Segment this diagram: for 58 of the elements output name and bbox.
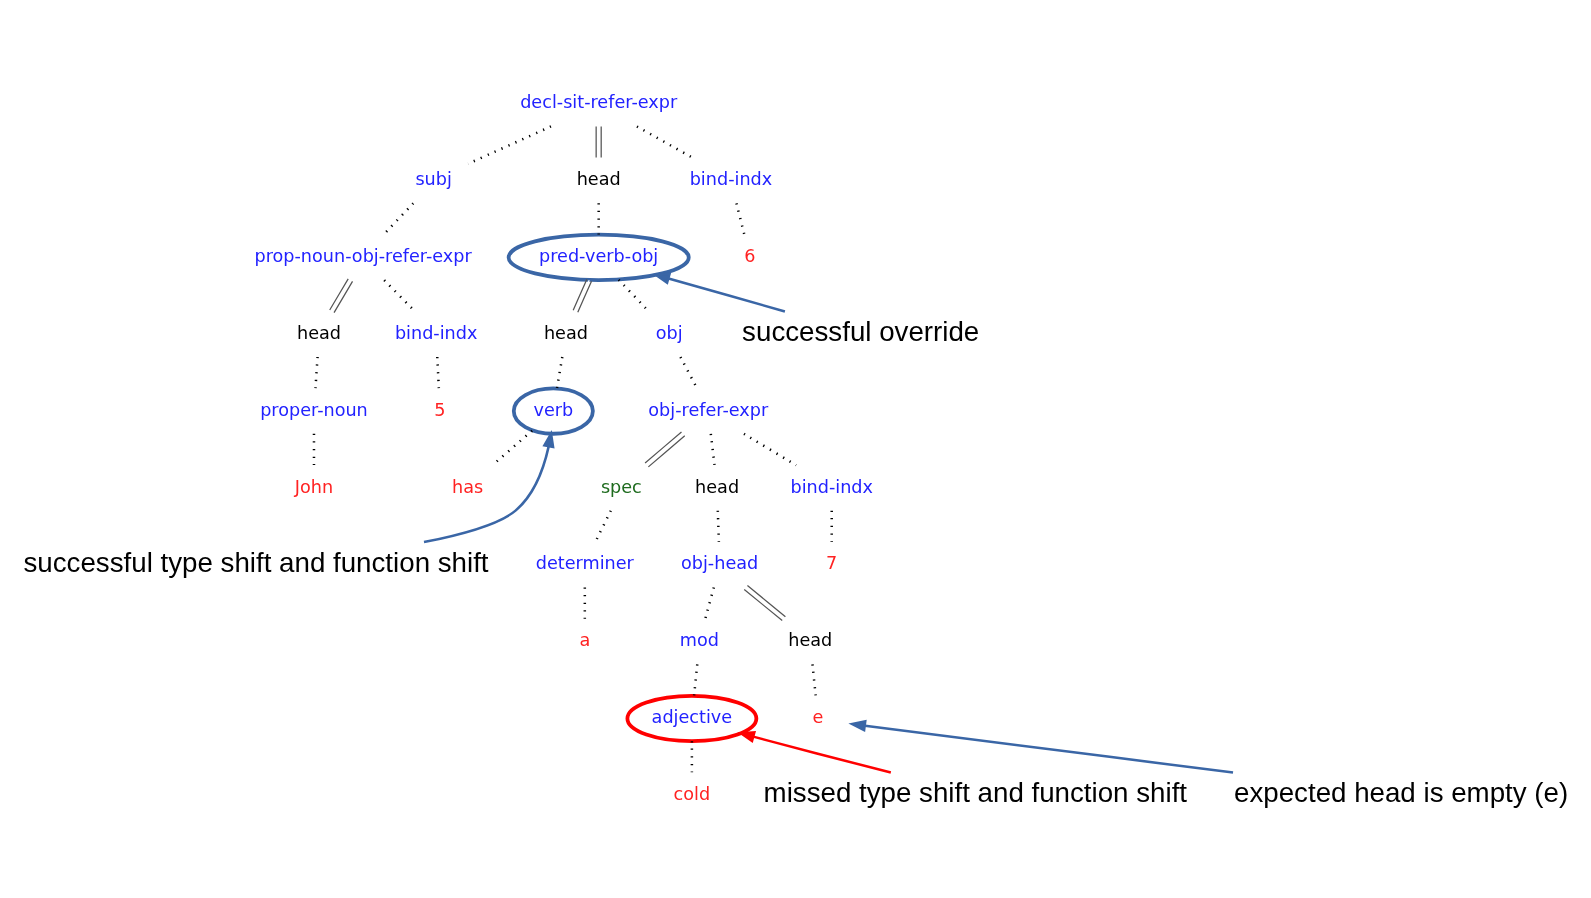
connector: [811, 663, 817, 696]
connector: [692, 663, 699, 696]
node-text: bind-indx: [790, 476, 873, 497]
node-text: successful override: [742, 315, 980, 347]
node-text: has: [452, 476, 484, 497]
node-text: 5: [434, 399, 446, 420]
connector: [555, 356, 564, 388]
node-text: head: [576, 168, 621, 189]
node-text: determiner: [535, 552, 634, 573]
node-text: head: [543, 322, 588, 343]
arrow: [652, 272, 786, 313]
arrow: [848, 719, 1234, 774]
node-text: subj: [415, 168, 452, 189]
node-text: proper-noun: [260, 399, 368, 420]
node-text: 6: [744, 245, 756, 266]
node-text: head: [695, 476, 740, 497]
connector: [690, 740, 694, 772]
node-text: obj-refer-expr: [648, 399, 769, 420]
connector: [436, 356, 441, 388]
node-text: head: [297, 322, 342, 343]
node-text: obj-head: [680, 552, 759, 573]
node-text: prop-noun-obj-refer-expr: [254, 245, 472, 266]
connector: [572, 278, 593, 313]
connector: [644, 430, 686, 467]
connector: [735, 202, 746, 235]
node-text: spec: [600, 476, 642, 497]
connector: [583, 587, 587, 619]
node-text: bind-indx: [394, 322, 478, 343]
node-text: e: [812, 706, 824, 727]
connector: [467, 124, 552, 165]
connector: [312, 433, 316, 465]
arrow: [737, 730, 892, 774]
connector: [716, 510, 721, 542]
connector: [743, 584, 787, 621]
node-ellipse: pred-verb-obj: [506, 232, 691, 282]
connector: [743, 432, 797, 466]
connector: [709, 433, 716, 465]
node-text: head: [788, 629, 833, 650]
node-text: obj: [655, 322, 683, 343]
node-ellipse: verb: [511, 386, 595, 436]
node-text: John: [294, 476, 334, 497]
connector: [595, 125, 602, 158]
connector: [594, 509, 612, 542]
connector: [329, 277, 354, 313]
node-text: a: [579, 629, 591, 650]
arrow: [423, 429, 555, 543]
connector: [830, 510, 833, 542]
connector: [314, 356, 319, 388]
connector: [636, 124, 694, 159]
node-text: decl-sit-refer-expr: [520, 91, 678, 112]
node-text: successful type shift and function shift: [23, 546, 489, 578]
node-text: expected head is empty (e): [1234, 776, 1569, 808]
node-text: mod: [679, 629, 720, 650]
node-text: 7: [826, 552, 838, 573]
node-text: missed type shift and function shift: [763, 776, 1188, 808]
connector: [704, 586, 715, 619]
node-text: cold: [673, 783, 711, 804]
node-text: bind-indx: [689, 168, 773, 189]
